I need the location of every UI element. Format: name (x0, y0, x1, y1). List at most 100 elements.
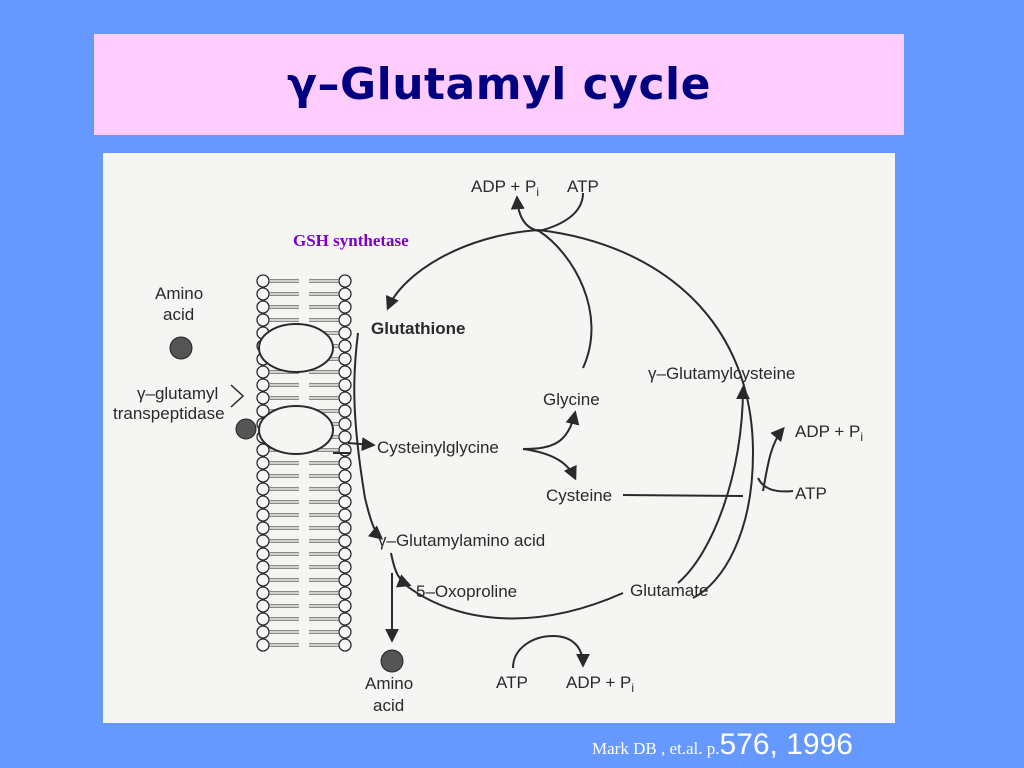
lipid-head (338, 300, 352, 314)
bottom-atp-label: ATP (496, 673, 528, 692)
citation-suffix: 576, 1996 (719, 728, 853, 761)
lipid-head (338, 378, 352, 392)
lipid-head (338, 274, 352, 288)
line-right-atp (757, 477, 794, 493)
lipid-head (338, 534, 352, 548)
cysteinylglycine-label: Cysteinylglycine (377, 438, 499, 457)
cysteine-label: Cysteine (546, 486, 612, 505)
lipid-head (338, 599, 352, 613)
lipid-head (256, 391, 270, 405)
top-atp-arrow (510, 192, 584, 233)
lipid-head (338, 495, 352, 509)
bottom-atp-arrow (512, 634, 590, 669)
glutathione-label: Glutathione (371, 319, 465, 338)
lipid-head (338, 365, 352, 379)
lipid-head (338, 638, 352, 652)
lipid-head (256, 521, 270, 535)
lipid-head (338, 586, 352, 600)
arrow-to-cysteinylglycine (347, 437, 376, 452)
lipid-head (338, 287, 352, 301)
transporter-bottom (258, 405, 334, 455)
lipid-head (338, 625, 352, 639)
title-banner: γ–Glutamyl cycle (94, 34, 904, 135)
lipid-head (256, 495, 270, 509)
amino-acid-top-line2: acid (163, 305, 194, 324)
glycine-in-arrow (538, 230, 593, 369)
cycle-diagram: GSH synthetase ADP + Pi ATP Glutathione … (103, 153, 895, 723)
lipid-head (256, 443, 270, 457)
glutamylamino-acid-label: γ–Glutamylamino acid (378, 531, 545, 550)
lipid-head (338, 456, 352, 470)
top-adp-label: ADP + Pi (471, 177, 539, 199)
cycle-arc-left (353, 332, 384, 540)
lipid-head (338, 508, 352, 522)
lipid-head (256, 508, 270, 522)
lipid-head (256, 586, 270, 600)
arrow-right-adp (762, 426, 785, 492)
lipid-head (256, 300, 270, 314)
lipid-head (338, 352, 352, 366)
transpeptidase-brace (230, 384, 245, 408)
lipid-head (256, 625, 270, 639)
arrow-to-cysteine (522, 448, 577, 481)
glutamate-label: Glutamate (630, 581, 708, 600)
cysteine-line (622, 494, 744, 497)
lipid-head (338, 482, 352, 496)
lipid-head (338, 612, 352, 626)
arrow-to-oxoproline (390, 552, 412, 588)
lipid-head (256, 287, 270, 301)
right-atp-label: ATP (795, 484, 827, 503)
glutamylcysteine-label: γ–Glutamylcysteine (648, 364, 795, 383)
transporter-top (258, 323, 334, 373)
lipid-head (256, 274, 270, 288)
lipid-head (338, 326, 352, 340)
amino-acid-dot-top (169, 336, 193, 360)
lipid-head (338, 469, 352, 483)
lipid-head (256, 547, 270, 561)
bottom-adp-label: ADP + Pi (566, 673, 634, 695)
lipid-head (256, 534, 270, 548)
transpeptidase-dot (235, 418, 257, 440)
lipid-head (256, 638, 270, 652)
amino-acid-dot-bottom (380, 649, 404, 673)
lipid-head (338, 560, 352, 574)
cycle-arc-right (538, 229, 755, 599)
transpeptidase-line1: γ–glutamyl (137, 384, 218, 403)
lipid-head (256, 378, 270, 392)
lipid-head (256, 313, 270, 327)
lipid-head (338, 573, 352, 587)
lipid-head (256, 482, 270, 496)
amino-acid-bottom-line1: Amino (365, 674, 413, 693)
enzyme-label: GSH synthetase (293, 231, 409, 250)
arrow-glutamate-to-glutamylcysteine (677, 385, 750, 584)
top-atp-label: ATP (567, 177, 599, 196)
lipid-head (338, 313, 352, 327)
diagram-svg: GSH synthetase ADP + Pi ATP Glutathione … (113, 177, 863, 715)
transpeptidase-line2: transpeptidase (113, 404, 225, 423)
amino-acid-top-line1: Amino (155, 284, 203, 303)
lipid-head (338, 521, 352, 535)
lipid-head (338, 547, 352, 561)
lipid-head (338, 430, 352, 444)
arrow-to-glycine (522, 410, 580, 450)
arrow-to-glutathione (385, 229, 540, 311)
citation-prefix: Mark DB , et.al. p. (592, 739, 720, 758)
lipid-head (256, 469, 270, 483)
lipid-head (256, 365, 270, 379)
glycine-label: Glycine (543, 390, 600, 409)
lipid-head (256, 404, 270, 418)
lipid-head (338, 404, 352, 418)
amino-acid-bottom-line2: acid (373, 696, 404, 715)
citation: Mark DB , et.al. p.576, 1996 (592, 728, 853, 762)
lipid-head (256, 560, 270, 574)
right-adp-label: ADP + Pi (795, 422, 863, 444)
lipid-head (338, 339, 352, 353)
lipid-head (256, 599, 270, 613)
lipid-head (338, 417, 352, 431)
lipid-head (338, 443, 352, 457)
lipid-head (256, 456, 270, 470)
oxoproline-label: 5–Oxoproline (416, 582, 517, 601)
cycle-arc-bottom (402, 582, 624, 620)
lipid-head (256, 573, 270, 587)
lipid-head (338, 391, 352, 405)
